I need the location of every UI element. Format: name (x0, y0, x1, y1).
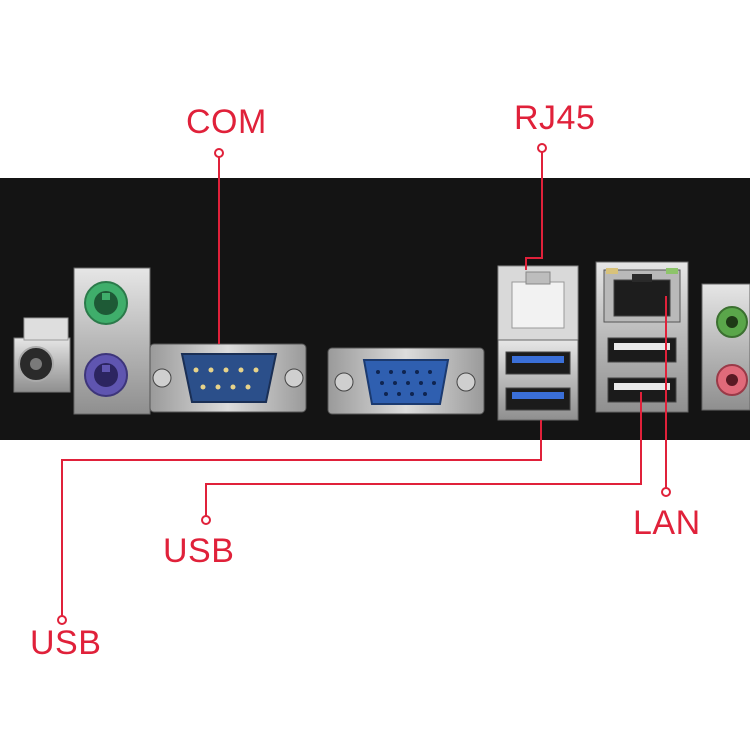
power-jack-icon (13, 317, 71, 393)
ps2-keyboard-port-icon (84, 353, 128, 397)
com-dot (214, 148, 224, 158)
callout-dots (57, 143, 671, 625)
rj45-leader-line (525, 152, 543, 270)
ps2-mouse-port-icon (84, 281, 128, 325)
lan-dot (661, 487, 671, 497)
usb-bottom-dot (57, 615, 67, 625)
rj45-label: RJ45 (514, 99, 596, 137)
usb3-port-icon (505, 351, 571, 375)
serial-com-port-icon (149, 343, 307, 413)
usb-top-dot (201, 515, 211, 525)
audio-jack-icon (716, 306, 748, 338)
audio-jack-icon (716, 364, 748, 396)
usb3-port-icon (505, 387, 571, 411)
usb-top-leader-line (205, 392, 642, 518)
usb-top-label: USB (163, 532, 235, 570)
rj45-port-icon (497, 265, 579, 341)
usb2-port-icon (607, 337, 677, 363)
com-label: COM (186, 103, 267, 141)
callout-lines (61, 152, 667, 618)
lan-port-icon (603, 268, 681, 323)
usb-bottom-leader-line (61, 420, 542, 618)
usb-bottom-label: USB (30, 624, 102, 662)
lan-label: LAN (633, 504, 701, 542)
rj45-dot (537, 143, 547, 153)
vga-port-icon (327, 347, 485, 415)
